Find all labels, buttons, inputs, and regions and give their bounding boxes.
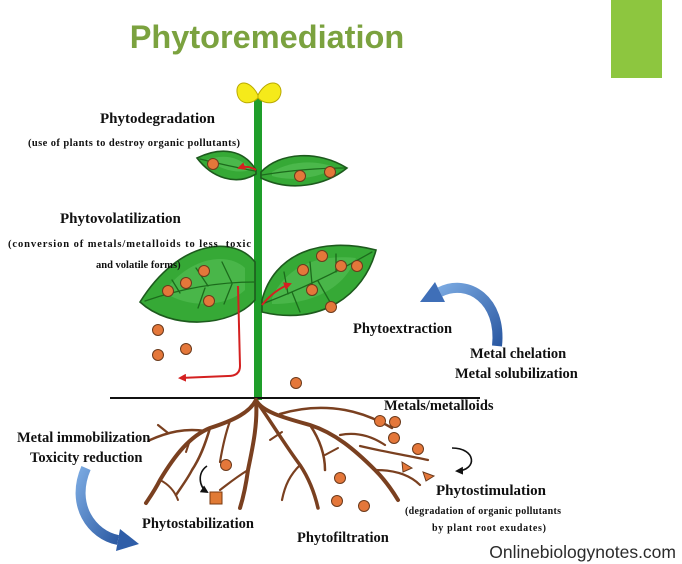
label-metal-chelation: Metal chelation bbox=[470, 346, 566, 362]
pollutant-dot bbox=[325, 167, 336, 178]
label-phytovolatilization: Phytovolatilization bbox=[60, 211, 181, 227]
pollutant-dot bbox=[208, 159, 219, 170]
pollutant-dot bbox=[359, 501, 370, 512]
accent-box bbox=[611, 0, 662, 78]
label-metal-immobilization: Metal immobilization bbox=[17, 430, 150, 446]
immobilization-blue-arrow bbox=[81, 468, 139, 551]
label-phytostabilization: Phytostabilization bbox=[142, 516, 254, 532]
label-phytostimulation: Phytostimulation bbox=[436, 483, 547, 499]
pollutant-dot bbox=[295, 171, 306, 182]
pollutant-dot bbox=[352, 261, 363, 272]
pollutant-dots-soil bbox=[221, 416, 435, 512]
label-phytovolatilization-desc-1: (conversion of metals/metalloids to less… bbox=[8, 239, 251, 250]
pollutant-dot bbox=[181, 344, 192, 355]
pollutant-dot bbox=[335, 473, 346, 484]
page-title: Phytoremediation bbox=[130, 19, 405, 55]
pollutant-dot bbox=[153, 325, 164, 336]
upper-left-leaf bbox=[197, 151, 256, 179]
label-phytostimulation-desc-1: (degradation of organic pollutants bbox=[405, 506, 561, 517]
plant-stem bbox=[254, 98, 262, 400]
pollutant-dot bbox=[163, 286, 174, 297]
stimulation-arrow bbox=[452, 448, 471, 471]
pollutant-dot bbox=[390, 417, 401, 428]
label-phytostimulation-desc-2: by plant root exudates) bbox=[432, 523, 546, 534]
label-phytoextraction: Phytoextraction bbox=[353, 321, 452, 337]
label-toxicity-reduction: Toxicity reduction bbox=[30, 450, 142, 466]
label-phytodegradation: Phytodegradation bbox=[100, 111, 216, 127]
pollutant-dot bbox=[298, 265, 309, 276]
pollutant-dot bbox=[413, 444, 424, 455]
pollutant-dot bbox=[332, 496, 343, 507]
pollutant-dot bbox=[307, 285, 318, 296]
site-credit: Onlinebiologynotes.com bbox=[489, 542, 676, 562]
pollutant-dot bbox=[221, 460, 232, 471]
pollutant-dot bbox=[291, 378, 302, 389]
pollutant-dot bbox=[389, 433, 400, 444]
pollutant-dot bbox=[317, 251, 328, 262]
pollutant-dot bbox=[204, 296, 215, 307]
degraded-pollutant bbox=[402, 462, 412, 472]
pollutant-dot bbox=[153, 350, 164, 361]
label-metals-metalloids: Metals/metalloids bbox=[384, 398, 494, 414]
label-phytofiltration: Phytofiltration bbox=[297, 530, 389, 546]
pollutant-dot bbox=[181, 278, 192, 289]
degraded-pollutant bbox=[423, 472, 434, 481]
stabilized-metal-square bbox=[210, 492, 222, 504]
pollutant-dot bbox=[375, 416, 386, 427]
pollutant-dot bbox=[199, 266, 210, 277]
root-system bbox=[146, 400, 428, 508]
label-metal-solubilization: Metal solubilization bbox=[455, 366, 578, 382]
pollutant-dot bbox=[336, 261, 347, 272]
pollutant-dot bbox=[326, 302, 337, 313]
stabilization-arrow bbox=[200, 466, 207, 492]
label-phytovolatilization-desc-2: and volatile forms) bbox=[96, 260, 181, 271]
label-phytodegradation-desc: (use of plants to destroy organic pollut… bbox=[28, 138, 241, 149]
